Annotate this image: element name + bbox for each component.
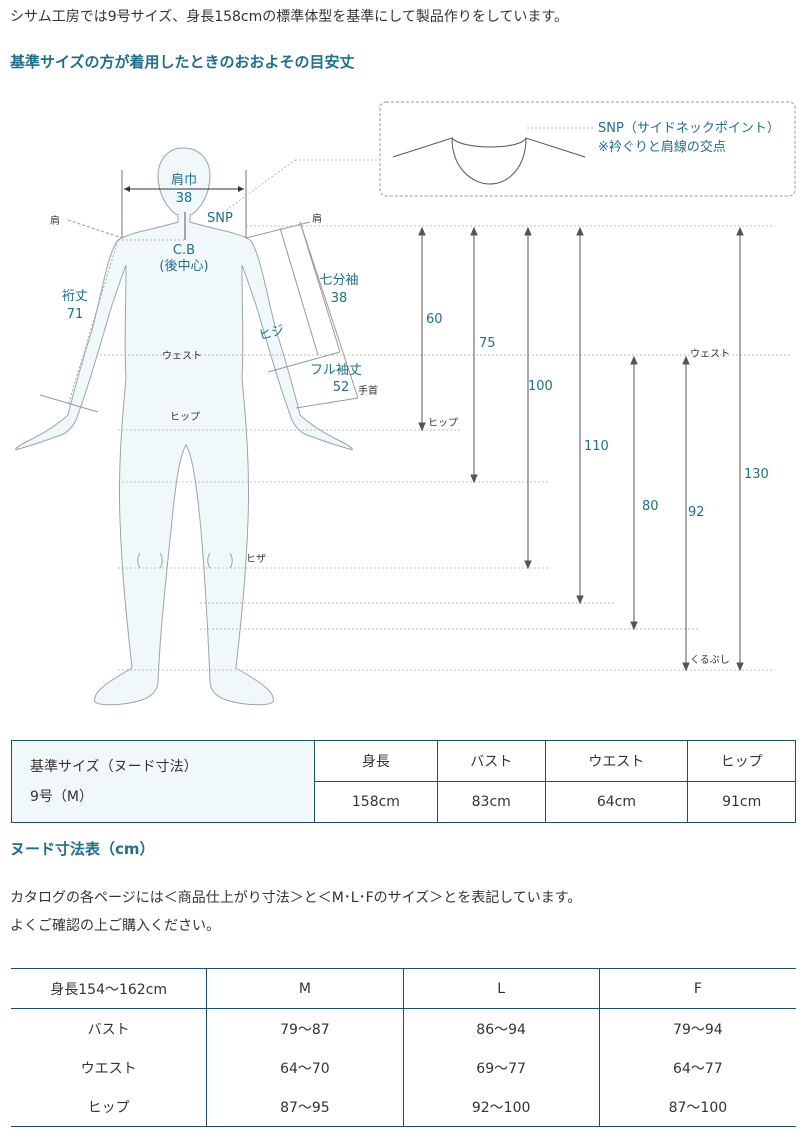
full-sleeve-value: 52 xyxy=(333,380,350,395)
standard-header-waist: ウエスト xyxy=(544,740,689,782)
length-130: 130 xyxy=(744,467,769,482)
body-silhouette xyxy=(15,147,353,706)
table-row: バスト 79〜87 86〜94 79〜94 xyxy=(11,1008,796,1048)
nude-size-heading: ヌード寸法表（cm） xyxy=(10,840,155,858)
elbow-label: ヒジ xyxy=(257,323,286,344)
table-row: ヒップ 87〜95 92〜100 87〜100 xyxy=(11,1087,796,1127)
waist-right-label: ウェスト xyxy=(690,348,730,360)
seven-tenths-sleeve-value: 38 xyxy=(331,291,348,306)
nude-size-table: 身長154〜162cm M L F バスト 79〜87 86〜94 79〜94 … xyxy=(11,968,796,1127)
table-cell: 79〜94 xyxy=(598,1008,796,1048)
yukitake-value: 71 xyxy=(67,307,84,322)
nude-header-height: 身長154〜162cm xyxy=(11,968,207,1009)
hip-right-label: ヒップ xyxy=(428,417,458,429)
catalog-note-line1: カタログの各ページには＜商品仕上がり寸法＞と＜M･L･Fのサイズ＞とを表記してい… xyxy=(10,890,582,906)
seven-tenths-sleeve-label: 七分袖 xyxy=(319,273,358,288)
table-row: ウエスト 64〜70 69〜77 64〜77 xyxy=(11,1048,796,1087)
length-75: 75 xyxy=(479,336,496,351)
standard-size-table: 基準サイズ（ヌード寸法） 9号（M） 身長 バスト ウエスト ヒップ 158cm… xyxy=(11,740,796,823)
length-80: 80 xyxy=(642,499,659,514)
standard-header-bust: バスト xyxy=(436,740,546,782)
standard-value-hip: 91cm xyxy=(687,781,796,823)
row-label: バスト xyxy=(87,1021,130,1038)
snp-callout-label: SNP（サイドネックポイント） xyxy=(598,121,780,136)
table-cell: 86〜94 xyxy=(402,1008,600,1048)
snp-callout-box xyxy=(379,101,796,197)
standard-size-size: 9号（M） xyxy=(30,788,93,805)
center-back-label: C.B xyxy=(173,243,195,258)
body-measurement-diagram: SNP（サイドネックポイント） ※衿ぐりと肩線の交点 肩巾 38 SNP C.B… xyxy=(15,101,796,706)
yukitake-label: 裄丈 xyxy=(62,289,88,304)
shoulder-width-value: 38 xyxy=(176,191,193,206)
length-60: 60 xyxy=(426,312,443,327)
shoulder-width-label: 肩巾 xyxy=(171,172,197,188)
nude-header-f: F xyxy=(598,968,796,1009)
shoulder-left-label: 肩 xyxy=(50,214,60,227)
length-110: 110 xyxy=(584,439,609,454)
standard-size-title: 基準サイズ（ヌード寸法） xyxy=(30,758,198,775)
table-cell: 92〜100 xyxy=(402,1087,600,1127)
nude-header-l: L xyxy=(402,968,600,1009)
catalog-note-line2: よくご確認の上ご購入ください。 xyxy=(10,918,220,934)
wrist-label: 手首 xyxy=(358,384,378,397)
length-92: 92 xyxy=(688,505,705,520)
standard-header-hip: ヒップ xyxy=(687,740,796,782)
snp-label: SNP xyxy=(207,211,233,226)
shoulder-right-label: 肩 xyxy=(312,212,322,225)
length-100: 100 xyxy=(528,379,553,394)
table-cell: 87〜100 xyxy=(598,1087,796,1127)
standard-size-title-cell: 基準サイズ（ヌード寸法） 9号（M） xyxy=(11,740,315,823)
snp-callout-note: ※衿ぐりと肩線の交点 xyxy=(598,139,726,155)
full-sleeve-label: フル袖丈 xyxy=(310,363,362,378)
row-label: ヒップ xyxy=(11,1087,207,1127)
intro-text: シサム工房では9号サイズ、身長158cmの標準体型を基準にして製品作りをしていま… xyxy=(10,9,569,25)
table-cell: 69〜77 xyxy=(402,1048,600,1087)
diagram-heading: 基準サイズの方が着用したときのおおよその目安丈 xyxy=(10,53,355,71)
standard-value-bust: 83cm xyxy=(436,781,546,823)
standard-value-waist: 64cm xyxy=(544,781,689,823)
table-cell: 64〜77 xyxy=(598,1048,796,1087)
table-cell: 64〜70 xyxy=(206,1048,404,1087)
nude-header-m: M xyxy=(206,968,404,1009)
table-cell: 79〜87 xyxy=(206,1008,404,1048)
ankle-label: くるぶし xyxy=(690,654,730,666)
center-back-sub: (後中心) xyxy=(159,259,208,274)
row-label: ウエスト xyxy=(80,1060,137,1077)
table-cell: 87〜95 xyxy=(206,1087,404,1127)
hip-body-label: ヒップ xyxy=(170,411,200,423)
standard-header-height: 身長 xyxy=(314,740,438,782)
nude-table-header-row: 身長154〜162cm M L F xyxy=(11,968,796,1009)
standard-value-height: 158cm xyxy=(314,781,438,823)
knee-label: ヒザ xyxy=(246,553,266,565)
waist-body-label: ウェスト xyxy=(162,350,202,362)
